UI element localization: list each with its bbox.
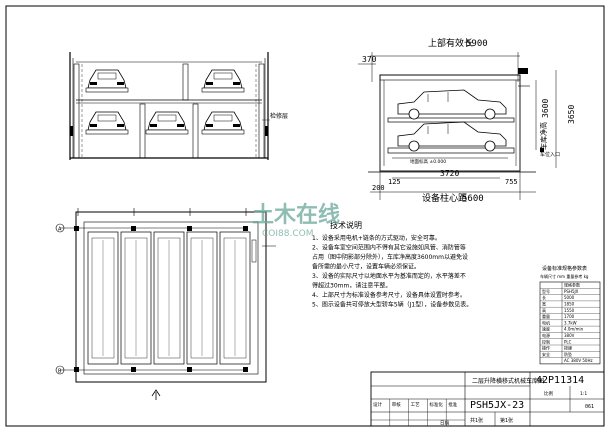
title-block-code: PSH5JX-23 bbox=[470, 400, 524, 411]
side-dim-370: 370 bbox=[362, 55, 377, 64]
watermark-text: 土木在线 bbox=[252, 202, 340, 228]
param-cell: 电机 bbox=[542, 319, 550, 325]
plan-stall-5 bbox=[219, 231, 251, 365]
param-cell: 4.0m/min bbox=[564, 327, 584, 332]
title-block: 设计 审核 工艺 标准化批准 二层升降横移式机械车库图 42P11314 PSH5JX… bbox=[370, 371, 605, 427]
title-block-col-label: 工艺 bbox=[411, 402, 420, 408]
param-cell: 操作 bbox=[542, 345, 550, 351]
tech-notes: 技术说明 1、设备采用电机+链条的方式驱动，安全可靠。 2、设备车室空间范围内不得… bbox=[312, 220, 472, 309]
tech-note-line: 得超过30mm，请注意平整。 bbox=[312, 282, 391, 290]
param-cell: 按键 bbox=[564, 345, 572, 351]
plan-stall-1 bbox=[87, 231, 119, 365]
title-block-scale: 1:1 bbox=[580, 391, 587, 397]
title-block-scale-label: 比例 bbox=[544, 390, 553, 397]
side-dim-3600: 3600 bbox=[541, 99, 550, 118]
param-cell: 规格参数 bbox=[564, 282, 580, 288]
param-cell: 速度 bbox=[542, 326, 550, 332]
param-table-subtitle: 车辆尺寸 mm 重量参考 kg bbox=[540, 273, 589, 279]
front-car-5 bbox=[201, 111, 245, 135]
side-dim-top: 5900 bbox=[466, 39, 488, 49]
front-car-2 bbox=[201, 69, 245, 93]
tech-note-line: 2、设备车室空间范围内不得有其它设施如风管、消防管等 bbox=[312, 244, 466, 252]
param-cell: 重量 bbox=[542, 313, 550, 319]
side-dim-3650: 3650 bbox=[567, 105, 576, 124]
title-block-project-title: 二层升降横移式机械车库图 bbox=[472, 377, 544, 385]
param-cell: PSH5JX bbox=[564, 289, 579, 294]
param-cell: 电源 bbox=[542, 332, 550, 338]
param-cell: PLC bbox=[564, 339, 572, 344]
param-cell: 380V bbox=[564, 333, 575, 338]
title-block-sheet-label: 共1张 bbox=[470, 417, 483, 424]
param-cell: 宽 bbox=[542, 301, 546, 307]
title-block-sheet-no: 第1张 bbox=[500, 417, 513, 424]
param-cell: 1850 bbox=[564, 302, 575, 307]
param-cell: 3.7kW bbox=[564, 320, 577, 325]
plan-view-stalls bbox=[87, 231, 251, 365]
tech-note-line: 备所需的最小尺寸，设置车辆必须保证。 bbox=[312, 263, 420, 271]
front-view-right-label: 检修层 bbox=[270, 112, 288, 120]
param-cell: 防坠 bbox=[564, 351, 572, 357]
param-cell: 1550 bbox=[564, 308, 575, 313]
param-cell: AC 380V 50Hz bbox=[564, 358, 593, 363]
side-note-small: 车位入口 bbox=[540, 151, 560, 158]
title-block-col-label: 批准 bbox=[448, 401, 457, 408]
side-dim-125: 125 bbox=[388, 178, 401, 186]
side-view-car-upper bbox=[397, 89, 507, 120]
tech-note-line: 4、上部尺寸为标准设备参考尺寸，设备具体设置时参考。 bbox=[312, 291, 466, 299]
plan-stall-4 bbox=[186, 231, 218, 365]
tech-note-line: 1、设备采用电机+链条的方式驱动，安全可靠。 bbox=[312, 234, 441, 242]
plan-grid-a: A bbox=[58, 227, 62, 233]
side-dim-3720: 3720 bbox=[440, 169, 459, 178]
plan-stall-3 bbox=[153, 231, 185, 365]
side-dim-200: 200 bbox=[372, 184, 385, 192]
sheet-border bbox=[5, 5, 605, 427]
side-dim-top-label: 上部有效长 bbox=[428, 37, 473, 49]
param-cell: 高 bbox=[542, 307, 546, 313]
watermark: 土木在线 COI88.COM bbox=[252, 202, 340, 239]
tech-note-line: 5、图示设备共可停放大型轿车5辆（J1型），设备参数见表。 bbox=[312, 301, 472, 309]
front-view: 检修层 bbox=[69, 52, 288, 160]
side-dim-3600-label: 车库净高 bbox=[539, 122, 548, 150]
side-view: 上部有效长 5900 370 3600 车库净高 3650 车位入口 地面标高 … bbox=[358, 37, 576, 204]
side-dim-5600: 5600 bbox=[462, 194, 484, 204]
title-block-col-label: 审核 bbox=[392, 401, 401, 408]
title-block-date-label: 日期 bbox=[440, 421, 449, 427]
tech-note-line: 占用（图中阴影部分除外），车库净高度3600mm以避免设 bbox=[312, 253, 468, 261]
front-car-3 bbox=[85, 111, 129, 135]
side-dim-755: 755 bbox=[505, 178, 518, 186]
title-block-page: 061 bbox=[585, 404, 594, 410]
param-cell: 安全 bbox=[542, 351, 550, 357]
front-car-1 bbox=[85, 69, 129, 93]
title-block-drawing-no: 42P11314 bbox=[536, 375, 584, 386]
param-cell: 长 bbox=[542, 294, 546, 300]
title-block-col-label: 设计 bbox=[373, 401, 382, 408]
watermark-sub: COI88.COM bbox=[262, 229, 313, 239]
title-block-col-label: 标准化 bbox=[429, 401, 443, 408]
side-view-car-lower bbox=[397, 121, 507, 152]
param-cell: 5000 bbox=[564, 295, 575, 300]
param-table-title: 设备标准规格参数表 bbox=[542, 265, 587, 272]
front-view-cars bbox=[85, 69, 245, 135]
plan-grid-b: B bbox=[58, 369, 62, 375]
param-cell: 控制 bbox=[542, 338, 550, 344]
param-cell: 1700 bbox=[564, 314, 575, 319]
side-note-floor: 地面标高 ±0.000 bbox=[410, 158, 446, 165]
tech-notes-title: 技术说明 bbox=[330, 220, 362, 230]
tech-note-line: 3、设备的实际尺寸以地面水平为基准而定的，水平落差不 bbox=[312, 272, 466, 280]
front-car-4 bbox=[145, 111, 189, 135]
plan-stall-2 bbox=[120, 231, 152, 365]
param-cell: 型号 bbox=[542, 288, 550, 294]
plan-view: A B bbox=[55, 208, 276, 400]
side-dim-5600-label: 设备柱心距 bbox=[422, 192, 467, 204]
